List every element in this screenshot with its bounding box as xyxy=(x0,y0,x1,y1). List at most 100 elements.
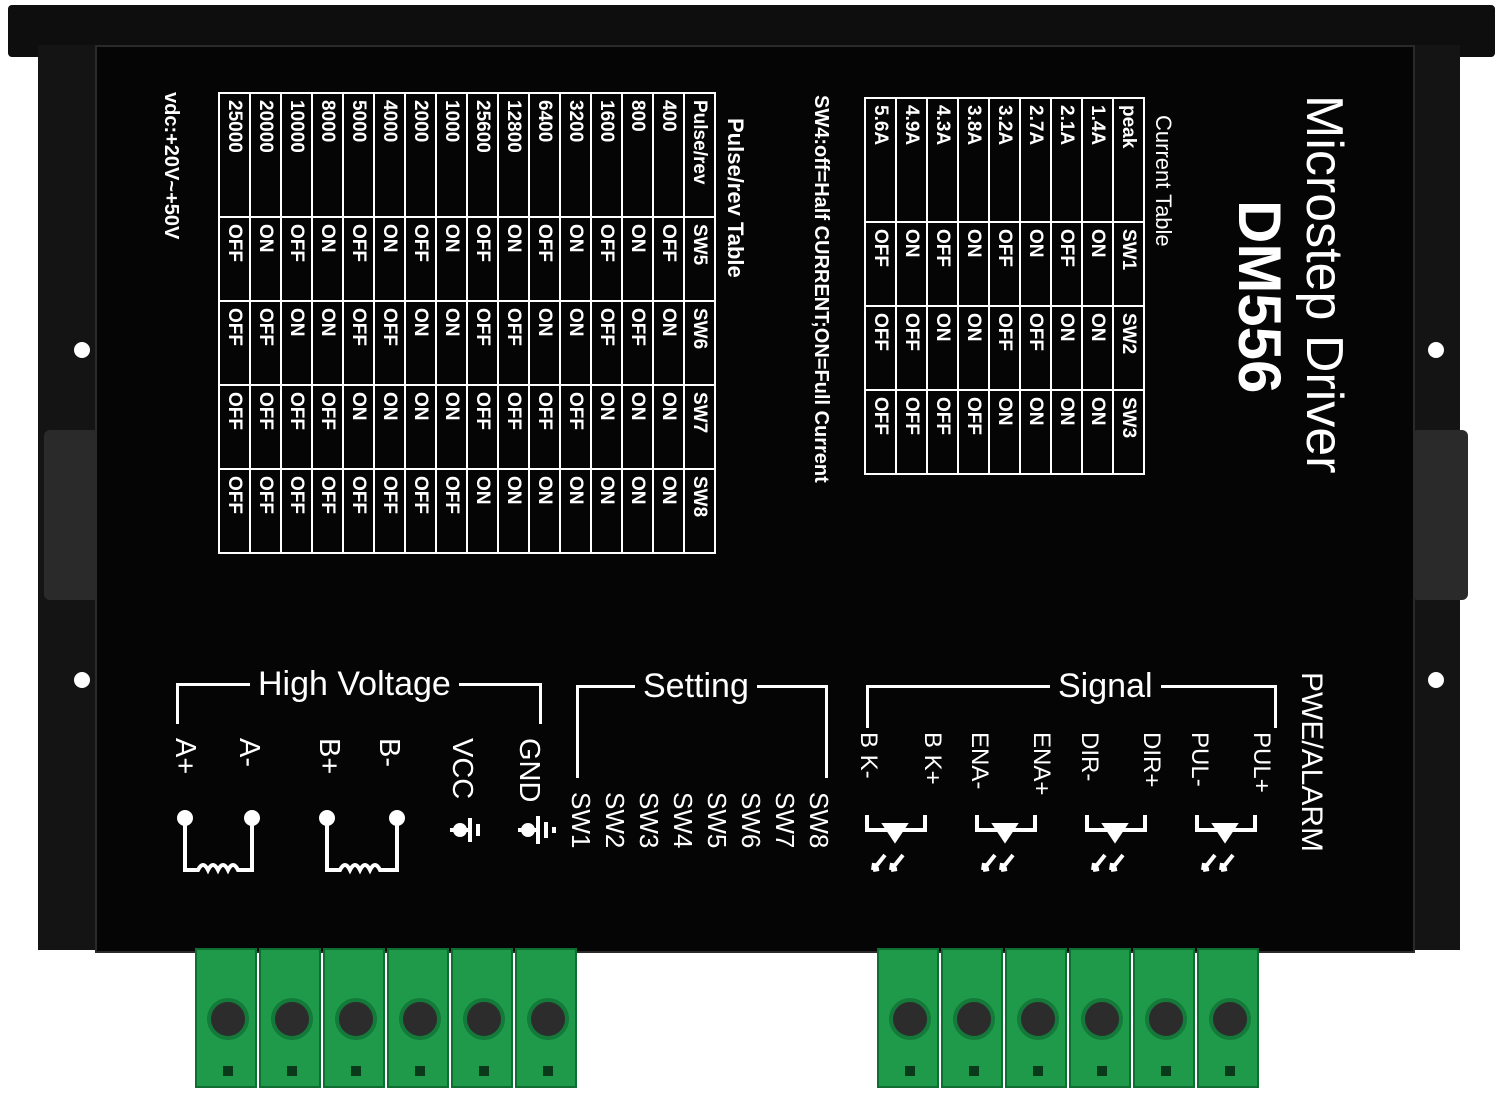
pulse-table-title: Pulse/rev Table xyxy=(723,118,748,278)
table-cell: 6400 xyxy=(529,93,560,217)
wire-slot xyxy=(1225,1066,1235,1076)
table-cell: ON xyxy=(1082,390,1113,474)
table-cell: ON xyxy=(436,385,467,469)
table-cell: ON xyxy=(591,385,622,469)
side-clamp-left xyxy=(44,430,100,600)
terminal[interactable] xyxy=(387,948,449,1088)
table-cell: OFF xyxy=(219,217,250,301)
table-cell: ON xyxy=(1051,306,1082,390)
table-cell: OFF xyxy=(343,301,374,385)
pin-a-plus: A+ xyxy=(169,738,201,775)
table-cell: ON xyxy=(405,301,436,385)
table-cell: OFF xyxy=(250,301,281,385)
terminal[interactable] xyxy=(1069,948,1131,1088)
terminal[interactable] xyxy=(941,948,1003,1088)
screw-icon[interactable] xyxy=(953,998,995,1040)
pin-vcc: VCC xyxy=(446,738,478,800)
table-cell: ON xyxy=(958,306,989,390)
table-cell: 400 xyxy=(653,93,684,217)
table-cell: OFF xyxy=(896,390,927,474)
signal-ena-minus: ENA- xyxy=(966,732,993,790)
table-cell: ON xyxy=(622,469,653,553)
wire-slot xyxy=(415,1066,425,1076)
table-cell: ON xyxy=(281,301,312,385)
wire-slot xyxy=(351,1066,361,1076)
screw-icon[interactable] xyxy=(463,998,505,1040)
terminal[interactable] xyxy=(1005,948,1067,1088)
table-cell: ON xyxy=(622,385,653,469)
table-cell: ON xyxy=(436,301,467,385)
table-cell: ON xyxy=(250,217,281,301)
table-cell: SW8 xyxy=(684,469,715,553)
mount-hole-left-bottom xyxy=(74,672,90,688)
table-cell: ON xyxy=(343,385,374,469)
terminal[interactable] xyxy=(515,948,577,1088)
screw-icon[interactable] xyxy=(889,998,931,1040)
table-cell: ON xyxy=(591,469,622,553)
screw-icon[interactable] xyxy=(399,998,441,1040)
table-cell: OFF xyxy=(989,222,1020,306)
setting-sw2: SW2 xyxy=(600,792,630,849)
wire-slot xyxy=(1033,1066,1043,1076)
front-panel xyxy=(95,45,1415,953)
current-table-title: Current Table xyxy=(1151,115,1176,247)
table-cell: 4.9A xyxy=(896,98,927,222)
product-model: DM556 xyxy=(1226,200,1293,394)
table-cell: OFF xyxy=(591,301,622,385)
setting-sw5: SW5 xyxy=(702,792,732,849)
table-cell: OFF xyxy=(467,385,498,469)
table-cell: OFF xyxy=(467,217,498,301)
terminal[interactable] xyxy=(451,948,513,1088)
pulse-table-footer: vdc:+20V~+50V xyxy=(160,92,182,240)
screw-icon[interactable] xyxy=(1209,998,1251,1040)
terminal[interactable] xyxy=(877,948,939,1088)
screw-icon[interactable] xyxy=(527,998,569,1040)
table-cell: ON xyxy=(467,469,498,553)
terminal[interactable] xyxy=(195,948,257,1088)
table-cell: OFF xyxy=(529,217,560,301)
terminal[interactable] xyxy=(259,948,321,1088)
table-cell: OFF xyxy=(436,469,467,553)
table-cell: ON xyxy=(498,469,529,553)
table-cell: 10000 xyxy=(281,93,312,217)
table-cell: OFF xyxy=(281,385,312,469)
table-cell: ON xyxy=(1082,222,1113,306)
table-cell: OFF xyxy=(281,217,312,301)
signal-label: Signal xyxy=(1050,667,1161,706)
terminal[interactable] xyxy=(323,948,385,1088)
screw-icon[interactable] xyxy=(1081,998,1123,1040)
table-cell: OFF xyxy=(250,385,281,469)
wire-slot xyxy=(287,1066,297,1076)
table-cell: OFF xyxy=(927,222,958,306)
screw-icon[interactable] xyxy=(207,998,249,1040)
screw-icon[interactable] xyxy=(1145,998,1187,1040)
table-cell: ON xyxy=(1020,390,1051,474)
table-cell: OFF xyxy=(865,306,896,390)
screw-icon[interactable] xyxy=(271,998,313,1040)
table-cell: ON xyxy=(560,469,591,553)
table-cell: OFF xyxy=(529,385,560,469)
signal-dir-plus: DIR+ xyxy=(1138,732,1165,788)
terminal[interactable] xyxy=(1197,948,1259,1088)
screw-icon[interactable] xyxy=(335,998,377,1040)
table-cell: 1600 xyxy=(591,93,622,217)
table-cell: ON xyxy=(622,217,653,301)
table-cell: 800 xyxy=(622,93,653,217)
wire-slot xyxy=(905,1066,915,1076)
wire-slot xyxy=(969,1066,979,1076)
terminal[interactable] xyxy=(1133,948,1195,1088)
screw-icon[interactable] xyxy=(1017,998,1059,1040)
table-cell: 4.3A xyxy=(927,98,958,222)
table-cell: 25000 xyxy=(219,93,250,217)
setting-sw8: SW8 xyxy=(804,792,834,849)
table-cell: SW3 xyxy=(1113,390,1144,474)
table-cell: OFF xyxy=(312,469,343,553)
